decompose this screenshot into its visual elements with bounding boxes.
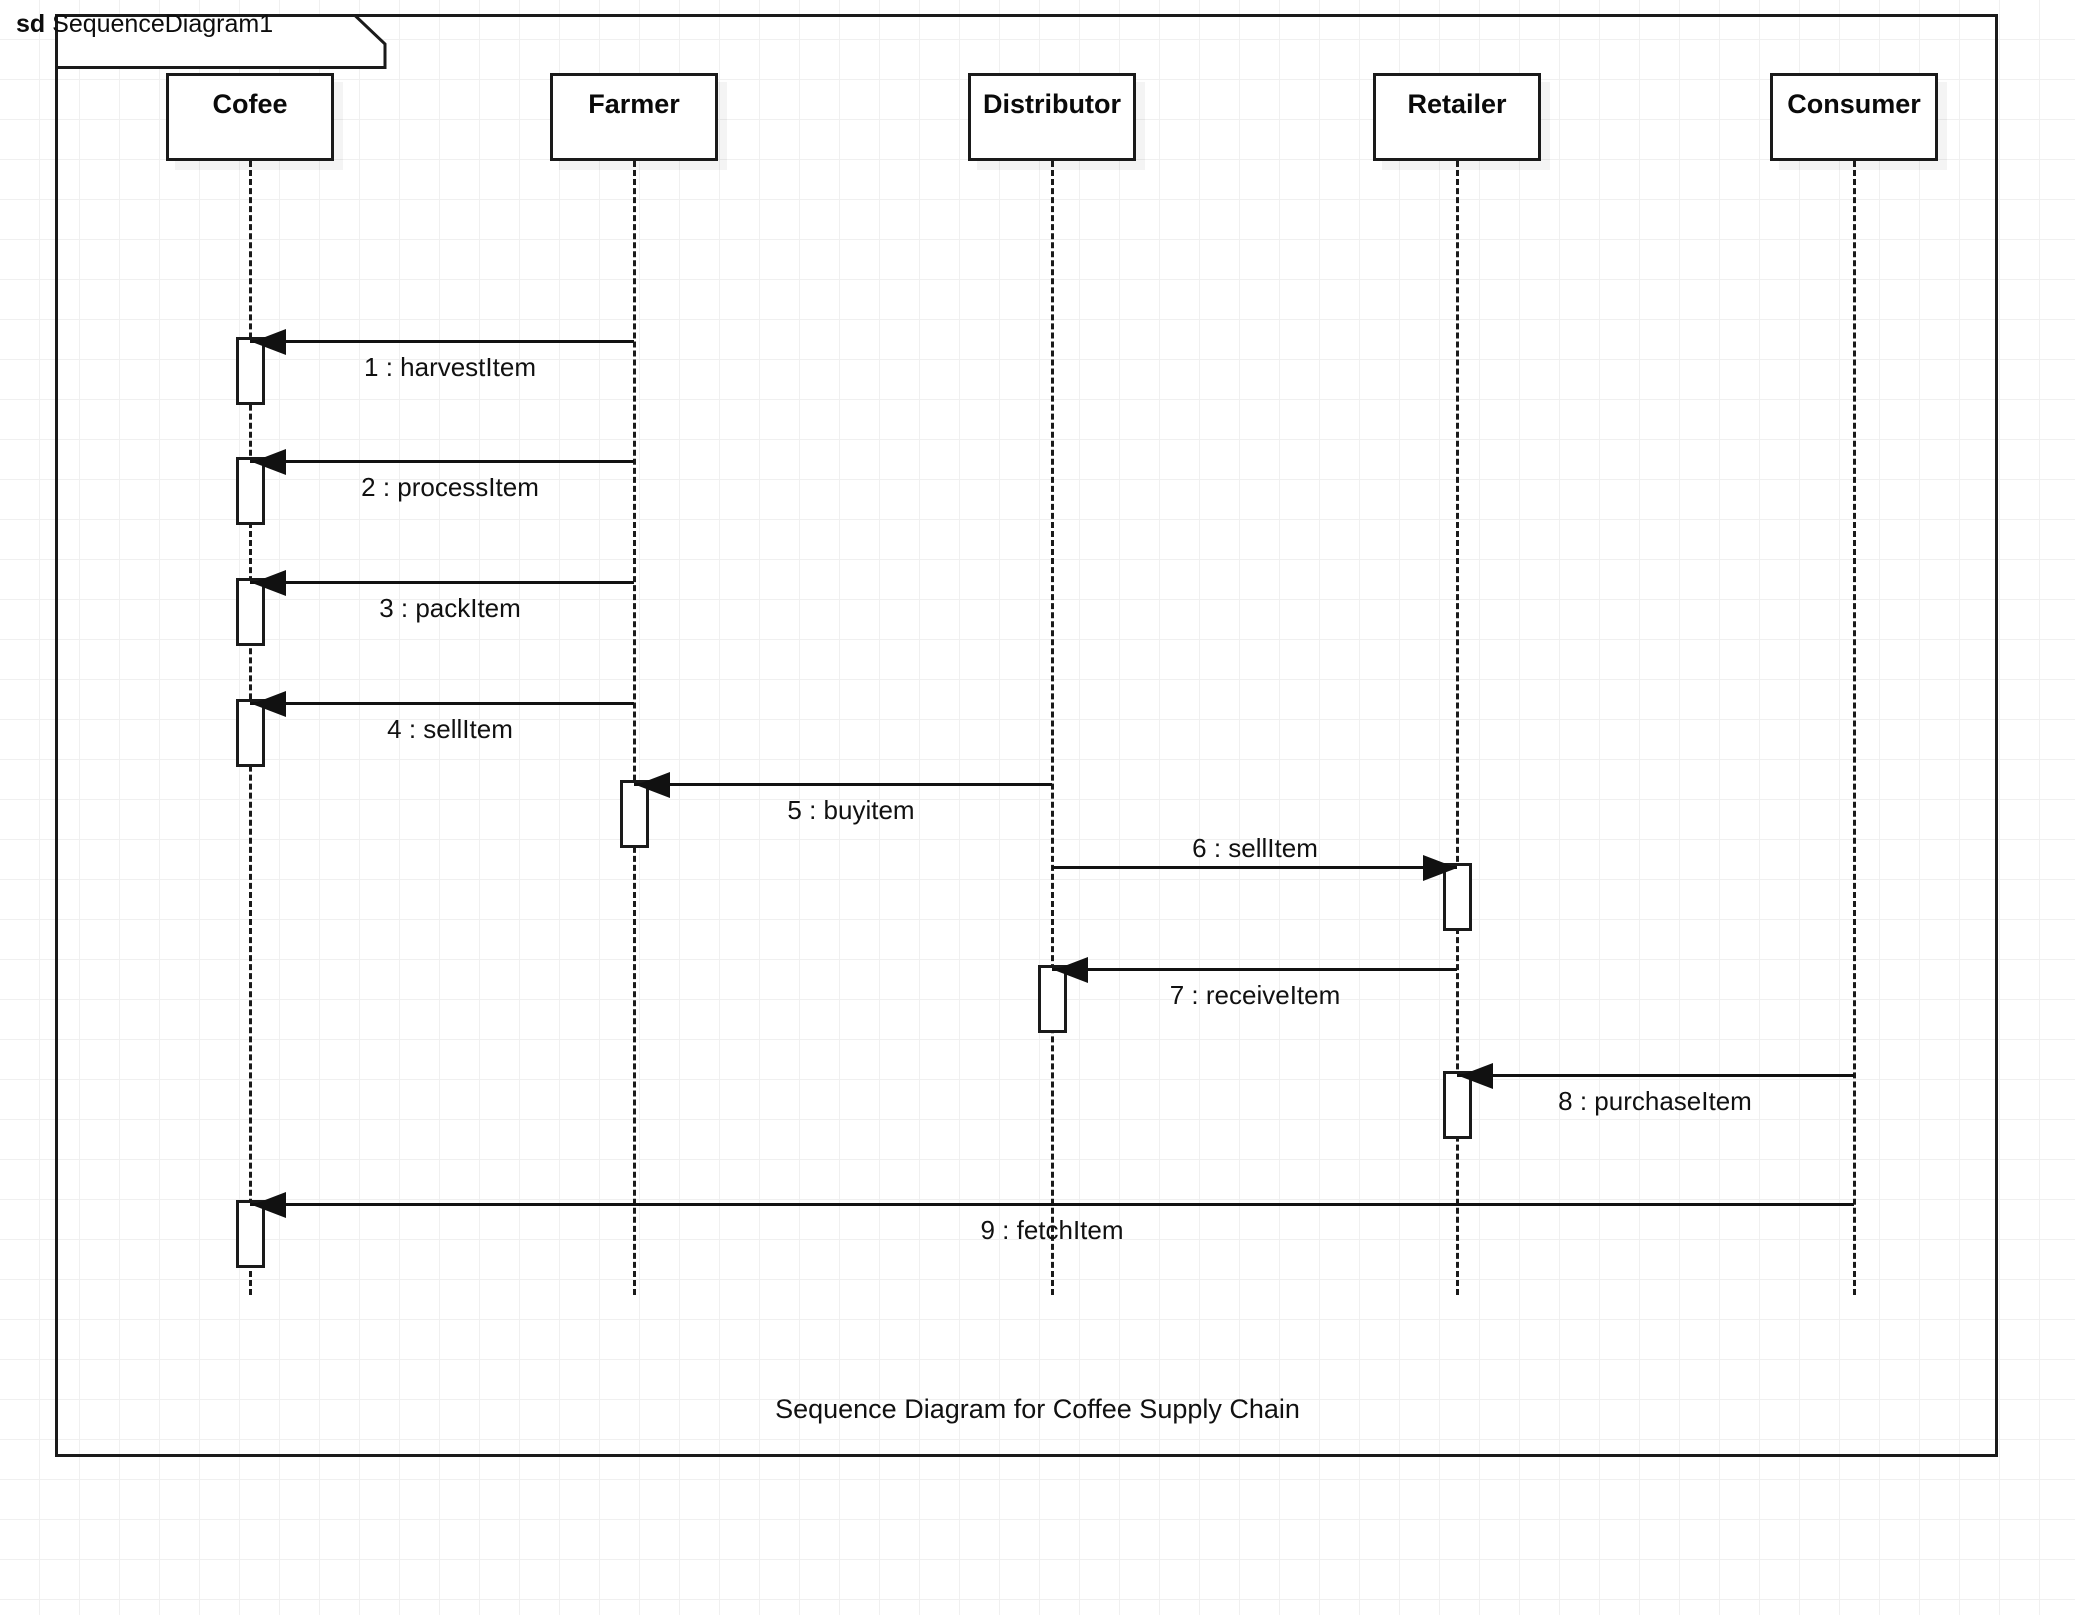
message-label-6: 6 : sellItem <box>1192 833 1318 863</box>
frame-tab-label: sd SequenceDiagram1 <box>16 9 273 39</box>
lifeline-head-consumer[interactable]: Consumer <box>1770 73 1938 161</box>
lifeline-dash-retailer <box>1456 161 1459 1295</box>
message-line <box>1457 1074 1854 1077</box>
lifeline-head-cofee[interactable]: Cofee <box>166 73 334 161</box>
lifeline-head-farmer[interactable]: Farmer <box>550 73 718 161</box>
message-arrowhead <box>252 1192 286 1218</box>
activation-bar-cofee[interactable] <box>235 578 265 646</box>
message-line <box>250 340 634 343</box>
message-arrowhead <box>252 449 286 475</box>
message-line <box>250 581 634 584</box>
lifeline-dash-distributor <box>1051 161 1054 1295</box>
message-arrowhead <box>1459 1063 1493 1089</box>
message-label-9: 9 : fetchItem <box>980 1215 1124 1245</box>
message-line <box>1052 866 1457 869</box>
message-arrowhead <box>636 772 670 798</box>
sequence-diagram-frame <box>55 14 1998 1457</box>
lifeline-label: Cofee <box>212 89 288 119</box>
lifeline-label: Farmer <box>588 89 680 119</box>
message-arrowhead <box>252 570 286 596</box>
message-arrowhead <box>1423 855 1457 881</box>
frame-name: SequenceDiagram1 <box>52 10 274 38</box>
message-label-3: 3 : packItem <box>379 593 521 623</box>
message-label-5: 5 : buyitem <box>787 795 915 825</box>
message-label-7: 7 : receiveItem <box>1169 980 1341 1010</box>
message-line <box>250 702 634 705</box>
message-line <box>634 783 1052 786</box>
frame-name-tab <box>55 14 387 69</box>
activation-bar-cofee[interactable] <box>235 457 265 525</box>
message-arrowhead <box>252 329 286 355</box>
message-label-4: 4 : sellItem <box>387 714 513 744</box>
lifeline-label: Consumer <box>1787 89 1921 119</box>
message-line <box>250 460 634 463</box>
message-line <box>1052 968 1457 971</box>
lifeline-label: Retailer <box>1407 89 1507 119</box>
activation-bar-distributor[interactable] <box>1037 965 1067 1033</box>
frame-keyword: sd <box>16 10 46 38</box>
lifeline-dash-consumer <box>1853 161 1856 1295</box>
message-arrowhead <box>1054 957 1088 983</box>
message-line <box>250 1203 1854 1206</box>
lifeline-head-distributor[interactable]: Distributor <box>968 73 1136 161</box>
message-label-8: 8 : purchaseItem <box>1558 1086 1752 1116</box>
message-label-1: 1 : harvestItem <box>364 352 536 382</box>
lifeline-head-retailer[interactable]: Retailer <box>1373 73 1541 161</box>
lifeline-dash-farmer <box>633 161 636 1295</box>
lifeline-label: Distributor <box>983 89 1121 119</box>
message-arrowhead <box>252 691 286 717</box>
diagram-caption: Sequence Diagram for Coffee Supply Chain <box>775 1394 1300 1424</box>
message-label-2: 2 : processItem <box>361 472 539 502</box>
